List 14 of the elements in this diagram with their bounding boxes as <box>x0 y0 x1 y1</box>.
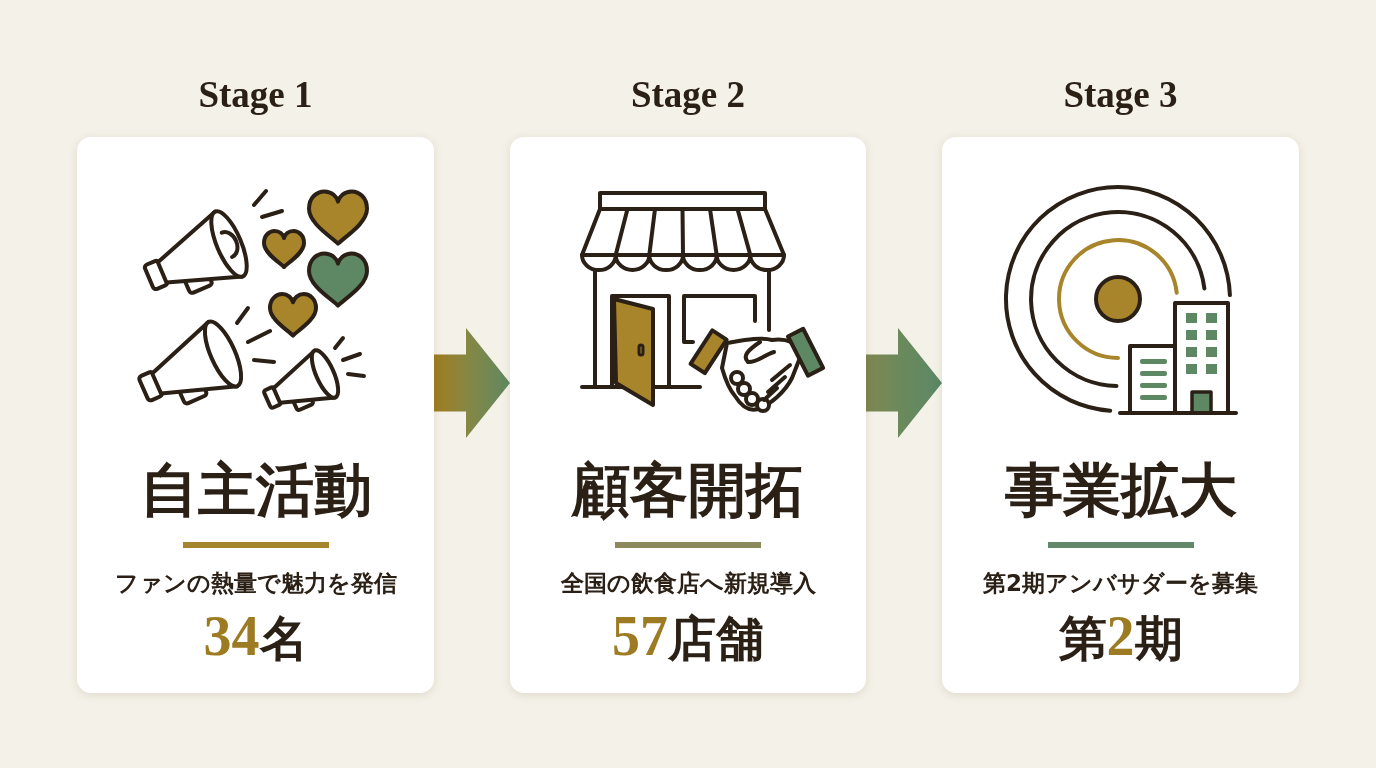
title-text: 自主活動 <box>139 455 372 525</box>
arrow <box>866 328 942 438</box>
stage-heading: Stage 2 <box>630 73 746 117</box>
arrow <box>434 328 510 438</box>
number-text: 第2期 <box>1058 605 1183 669</box>
subtitle-text: ファンの熱量で魅力を発信 <box>114 569 397 598</box>
stage-heading: Stage 3 <box>1063 73 1178 117</box>
title-text: 事業拡大 <box>1004 455 1237 525</box>
subtitle-text: 第2期アンバサダーを募集 <box>983 569 1258 598</box>
stage-heading: Stage 1 <box>198 73 313 117</box>
subtitle-text: 全国の飲食店へ新規導入 <box>560 569 816 598</box>
title-text: 顧客開拓 <box>572 455 804 525</box>
number-text: 57店舗 <box>612 605 764 669</box>
number-text: 34名 <box>203 605 308 669</box>
